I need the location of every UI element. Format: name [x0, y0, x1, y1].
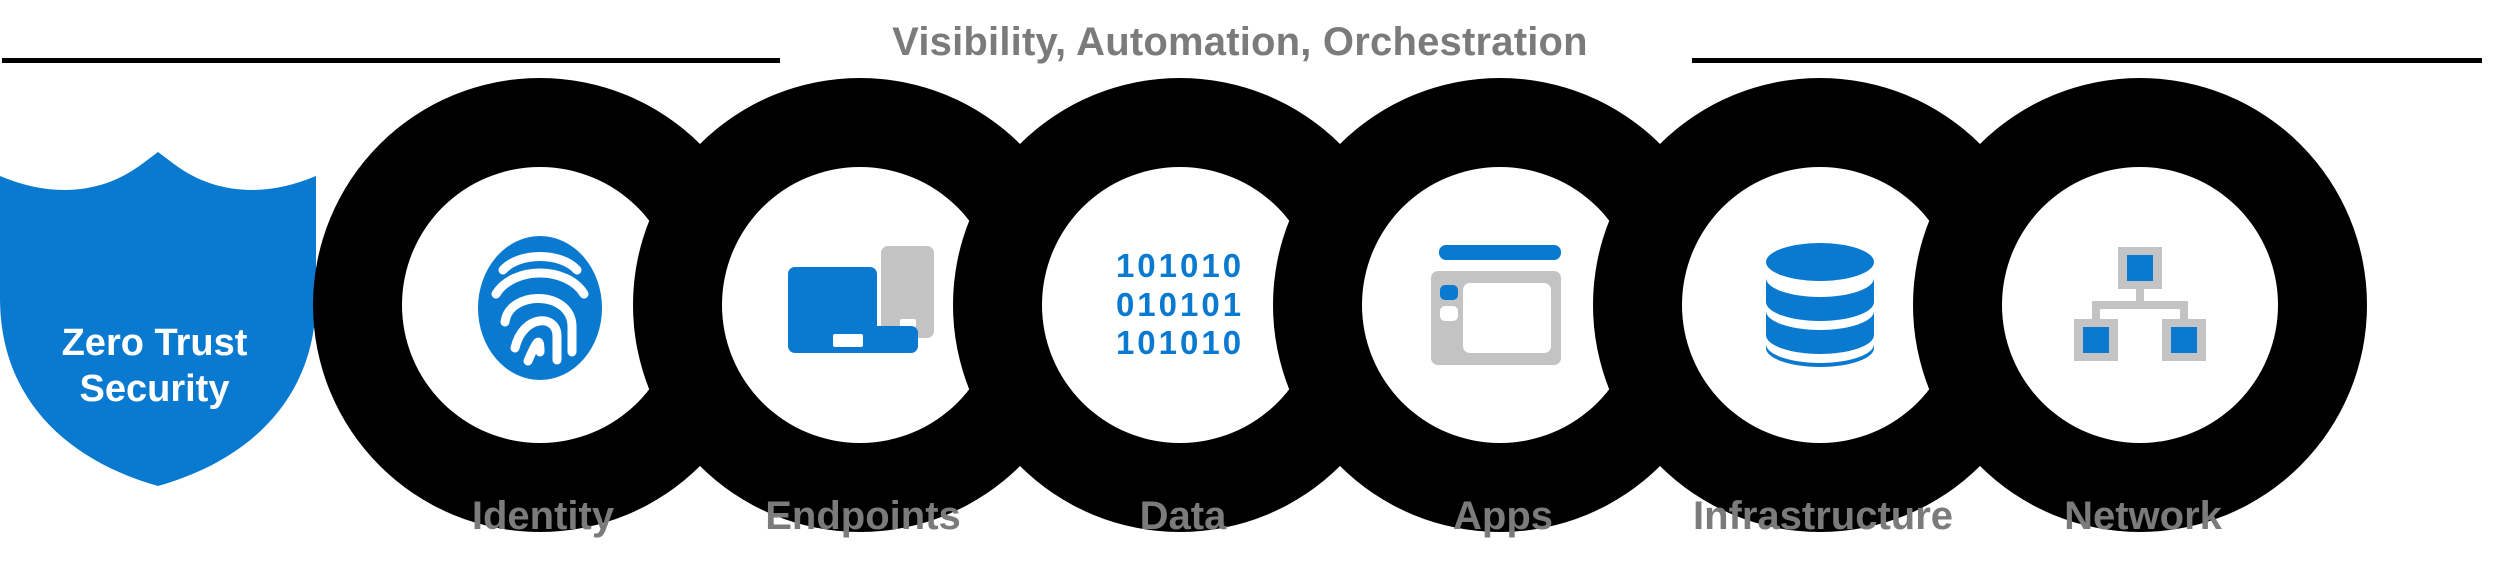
- pillar-label-apps: Apps: [1453, 494, 1553, 538]
- database-icon: [1756, 240, 1884, 370]
- pillar-label-infrastructure: Infrastructure: [1692, 494, 1954, 538]
- laptop-phone-icon: [780, 240, 940, 370]
- binary-row: 010101: [1115, 285, 1245, 323]
- pillar-icon-slot-apps: [1362, 167, 1638, 443]
- pillar-label-network: Network: [2064, 494, 2222, 538]
- banner-title: Visibility, Automation, Orchestration: [892, 20, 1588, 64]
- zero-trust-shield: Zero Trust Security: [0, 148, 325, 490]
- pillar-icon-slot-data: 101010 010101 101010: [1042, 167, 1318, 443]
- pillar-label-data: Data: [1139, 494, 1227, 538]
- binary-row: 101010: [1115, 324, 1245, 362]
- pillar-icon-slot-identity: [402, 167, 678, 443]
- app-window-icon: [1425, 241, 1575, 369]
- binary-data-icon: 101010 010101 101010: [1116, 247, 1244, 364]
- banner-rule-right: [1692, 58, 2482, 63]
- banner-rule-left: [2, 58, 780, 63]
- binary-row: 101010: [1115, 246, 1245, 284]
- pillar-icon-slot-network: [2002, 167, 2278, 443]
- network-tree-icon: [2074, 245, 2206, 365]
- pillar-ring-network[interactable]: [1913, 78, 2367, 532]
- pillar-icon-slot-infrastructure: [1682, 167, 1958, 443]
- pillar-label-endpoints: Endpoints: [765, 494, 961, 538]
- fingerprint-icon: [475, 230, 605, 380]
- pillar-label-identity: Identity: [471, 494, 615, 538]
- pillar-icon-slot-endpoints: [722, 167, 998, 443]
